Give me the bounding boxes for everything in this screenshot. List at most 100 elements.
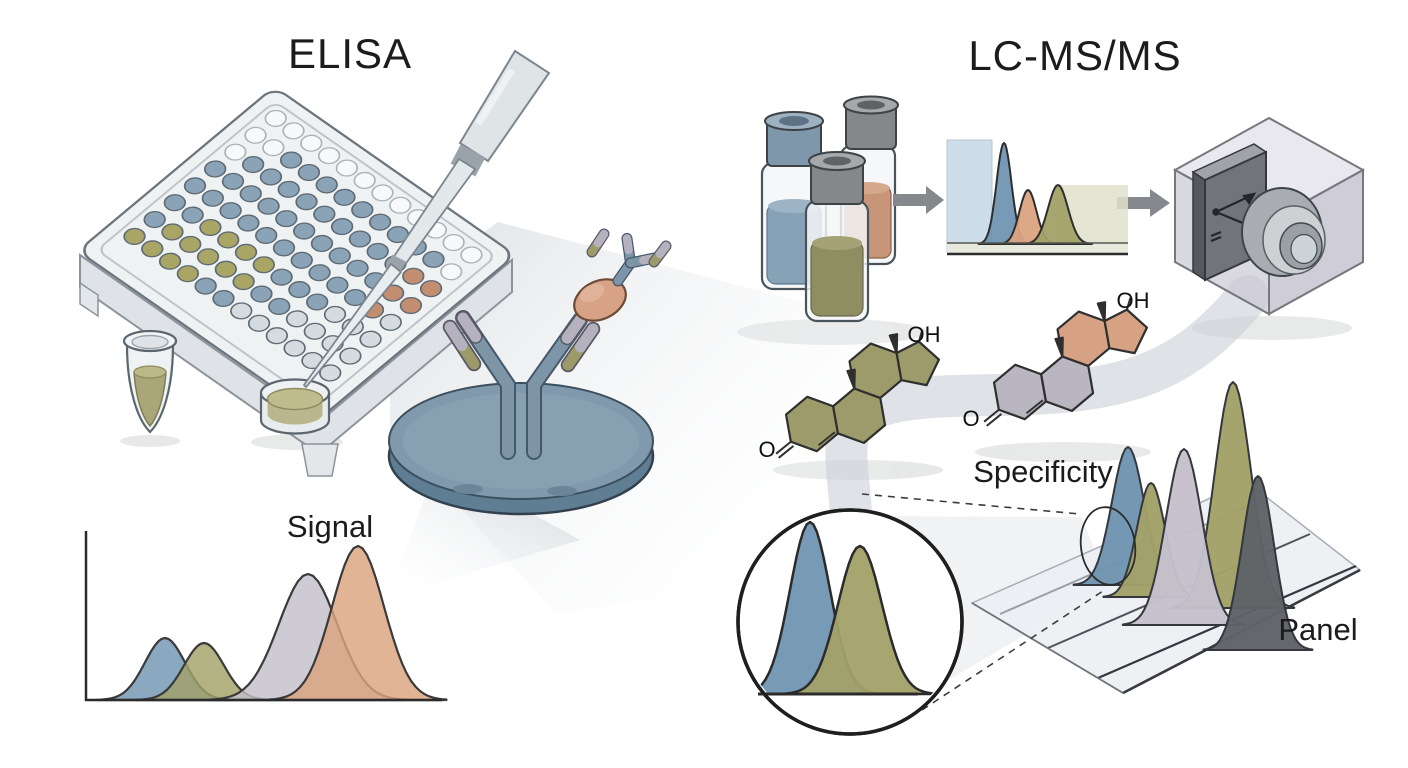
plate-well (303, 322, 326, 340)
plate-well (379, 313, 402, 331)
plate-well (214, 260, 238, 278)
steroid-molecule-twotone (983, 297, 1149, 427)
plate-well (285, 310, 309, 328)
plate-well (310, 234, 334, 253)
plate-well (264, 109, 287, 127)
plate-well (262, 139, 285, 157)
plate-well (422, 250, 445, 268)
plate-well (270, 268, 293, 286)
elisa-title: ELISA (288, 30, 412, 77)
plate-well (196, 248, 220, 266)
dish-liquid (266, 387, 324, 411)
plate-well (313, 205, 336, 223)
plate-well (219, 202, 242, 220)
signal-axes (84, 531, 442, 702)
plate-well (239, 185, 262, 203)
plate-well (328, 247, 351, 265)
plate-well (255, 226, 278, 245)
plate-well (252, 256, 275, 274)
plate-well (237, 214, 260, 232)
plate-well (217, 231, 240, 249)
plate-well (179, 235, 202, 253)
lc-chromatogram-panel (946, 139, 1128, 256)
plate-well (351, 201, 374, 219)
plate-well (333, 188, 356, 206)
plate-well (419, 280, 443, 298)
plate-well (234, 243, 258, 261)
mass-spectrometer (1172, 116, 1366, 316)
plate-well (268, 297, 291, 315)
detector-lens-icon (1241, 187, 1326, 277)
plate-well (123, 227, 146, 245)
ketone-label-1: O (758, 437, 775, 462)
plate-well (257, 197, 280, 215)
plate-well (282, 122, 305, 140)
void-band (946, 139, 993, 253)
plate-well (244, 126, 267, 144)
tube-mouth (131, 334, 169, 350)
plate-well (317, 147, 341, 165)
inset-peak-olive (783, 544, 937, 696)
plate-well (232, 273, 255, 291)
plate-well (265, 327, 289, 345)
steroid-molecule-olive (775, 329, 941, 459)
plate-well (330, 218, 354, 236)
plate-well (275, 210, 298, 228)
plate-well (359, 330, 382, 348)
plate-well (163, 194, 187, 212)
sample-dish (259, 378, 331, 435)
plate-well (230, 302, 253, 320)
free-fragment-2 (648, 240, 672, 268)
pipette (302, 49, 551, 389)
specificity-label: Specificity (973, 454, 1113, 489)
antigen-highlight (579, 283, 605, 303)
well-disc (387, 382, 655, 516)
plate-well (339, 347, 362, 365)
tube-liquid (133, 371, 167, 428)
plate-well (221, 172, 245, 190)
free-fragment-1 (586, 228, 610, 258)
plate-well (201, 189, 224, 207)
capture-antibody (442, 310, 601, 460)
plate-well (323, 305, 347, 323)
lc-peak-olive (1023, 184, 1093, 245)
plate-well (143, 211, 166, 229)
plate-well (402, 267, 425, 285)
plate-well (176, 265, 200, 283)
plate-well (212, 289, 235, 308)
plate-well (353, 171, 376, 190)
plate-well (158, 252, 182, 270)
microplate-foot-left (79, 281, 99, 318)
plate-well (204, 160, 227, 178)
baseline-strip (947, 243, 1128, 254)
lcmsms-title: LC-MS/MS (968, 32, 1181, 79)
plate-well (297, 163, 321, 182)
panel-peak-dark (1202, 475, 1314, 651)
microplate-deck-rim (100, 104, 493, 402)
panel-label: Panel (1278, 612, 1357, 647)
signal-chart (95, 544, 448, 702)
tube-liquid-surface (133, 365, 167, 379)
plate-well (460, 246, 483, 264)
plate-well (279, 151, 303, 169)
plate-well (283, 339, 306, 357)
dashed-connector-bottom (921, 588, 1107, 711)
plate-well (224, 143, 247, 161)
zoom-ellipse (1079, 506, 1137, 586)
plate-well (288, 281, 311, 299)
plate-well (308, 264, 331, 282)
microplate-foot-front (301, 443, 339, 477)
detection-antibody (586, 228, 672, 287)
plate-well (371, 184, 394, 202)
flow-arrow-1 (893, 186, 944, 214)
plate-well (141, 240, 164, 258)
hydroxyl-label-1: OH (908, 322, 941, 347)
antibody-variable-tips (442, 311, 601, 373)
plate-well (181, 206, 204, 224)
plate-well (389, 196, 412, 214)
plate-well (272, 239, 296, 257)
plate-well (300, 134, 323, 152)
plate-well (326, 276, 349, 294)
